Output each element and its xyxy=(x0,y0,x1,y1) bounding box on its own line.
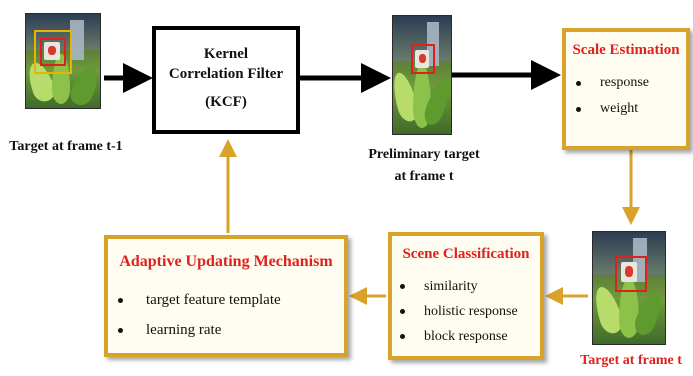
kcf-box: Kernel Correlation Filter (KCF) xyxy=(152,26,300,134)
adaptive-updating-title: Adaptive Updating Mechanism xyxy=(119,253,333,270)
scale-estimation-item-weight: weight xyxy=(600,101,639,116)
list-item: target feature template xyxy=(118,285,281,315)
frame-prev-caption: Target at frame t-1 xyxy=(9,139,123,154)
kcf-line1: Kernel xyxy=(203,46,249,62)
scene-classification-item-holistic-response: holistic response xyxy=(424,304,518,319)
list-item: learning rate xyxy=(118,315,281,345)
bounding-box-red xyxy=(411,44,435,74)
frame-prelim-caption-line2: at frame t xyxy=(394,169,454,184)
kcf-line3: (KCF) xyxy=(205,94,247,110)
frame-t-image xyxy=(593,232,665,344)
bounding-box-red xyxy=(40,38,66,66)
adaptive-updating-item-template: target feature template xyxy=(146,292,281,308)
scene-classification-item-similarity: similarity xyxy=(424,279,478,294)
adaptive-updating-item-learning-rate: learning rate xyxy=(146,322,222,338)
list-item: similarity xyxy=(400,274,518,299)
scale-estimation-title: Scale Estimation xyxy=(572,42,680,58)
bounding-box-red xyxy=(615,256,647,292)
frame-prev-image xyxy=(26,14,100,108)
frame-t-caption: Target at frame t xyxy=(580,353,682,368)
list-item: holistic response xyxy=(400,299,518,324)
scene-classification-item-block-response: block response xyxy=(424,329,508,344)
list-item: response xyxy=(576,70,649,96)
scale-estimation-box: Scale Estimation response weight xyxy=(562,28,690,150)
adaptive-updating-box: Adaptive Updating Mechanism target featu… xyxy=(104,235,348,357)
scale-estimation-item-response: response xyxy=(600,75,649,90)
kcf-line2: Correlation Filter xyxy=(168,66,284,82)
list-item: block response xyxy=(400,324,518,349)
scene-classification-title: Scene Classification xyxy=(402,246,530,262)
bounding-box-yellow xyxy=(34,30,72,74)
frame-prelim-image xyxy=(393,16,451,134)
list-item: weight xyxy=(576,96,649,122)
frame-prelim-caption-line1: Preliminary target xyxy=(368,147,480,162)
scene-classification-box: Scene Classification similarity holistic… xyxy=(388,232,544,360)
